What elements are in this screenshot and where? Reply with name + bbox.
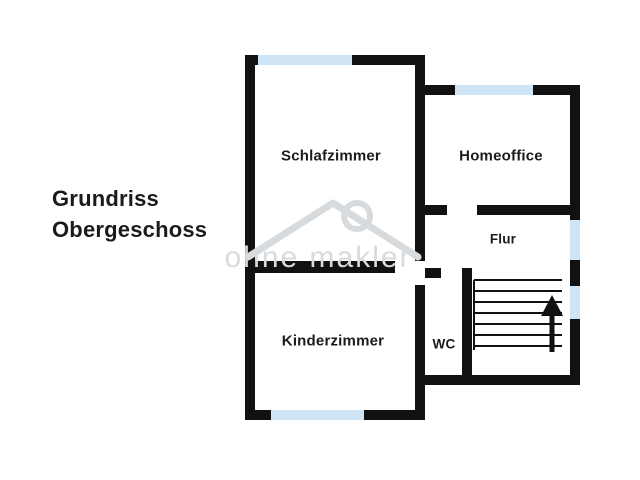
room-label-wc: WC: [432, 336, 456, 352]
room-label-flur: Flur: [489, 231, 517, 247]
page-title-line1: Grundriss: [52, 186, 159, 211]
wall-bottom-right-block: [425, 375, 580, 385]
room-label-homeoffice: Homeoffice: [459, 147, 543, 165]
up-arrow-icon: [541, 295, 563, 352]
wall-divider-schlafzimmer-kinderzimmer: [245, 261, 395, 273]
window-segment: [570, 220, 580, 260]
page-title-line2: Obergeschoss: [52, 217, 208, 242]
room-label-schlafzimmer: Schlafzimmer: [281, 147, 381, 165]
wall-divider-homeoffice-flur-a: [425, 205, 447, 215]
window-segment: [455, 85, 533, 95]
wall-interior-vertical-upper: [415, 55, 425, 261]
window-segment: [258, 55, 352, 65]
wall-left-outer: [245, 55, 255, 420]
room-label-kinderzimmer: Kinderzimmer: [281, 332, 385, 350]
page-title: Grundriss Obergeschoss: [52, 183, 207, 245]
window-segment: [570, 286, 580, 319]
wall-interior-vertical-lower: [415, 285, 425, 420]
wall-wc-top: [425, 268, 441, 278]
wall-divider-homeoffice-flur-b: [477, 205, 580, 215]
wall-divider-wc-stairs: [462, 268, 472, 385]
house-logo-icon: [244, 199, 422, 261]
window-segment: [271, 410, 364, 420]
